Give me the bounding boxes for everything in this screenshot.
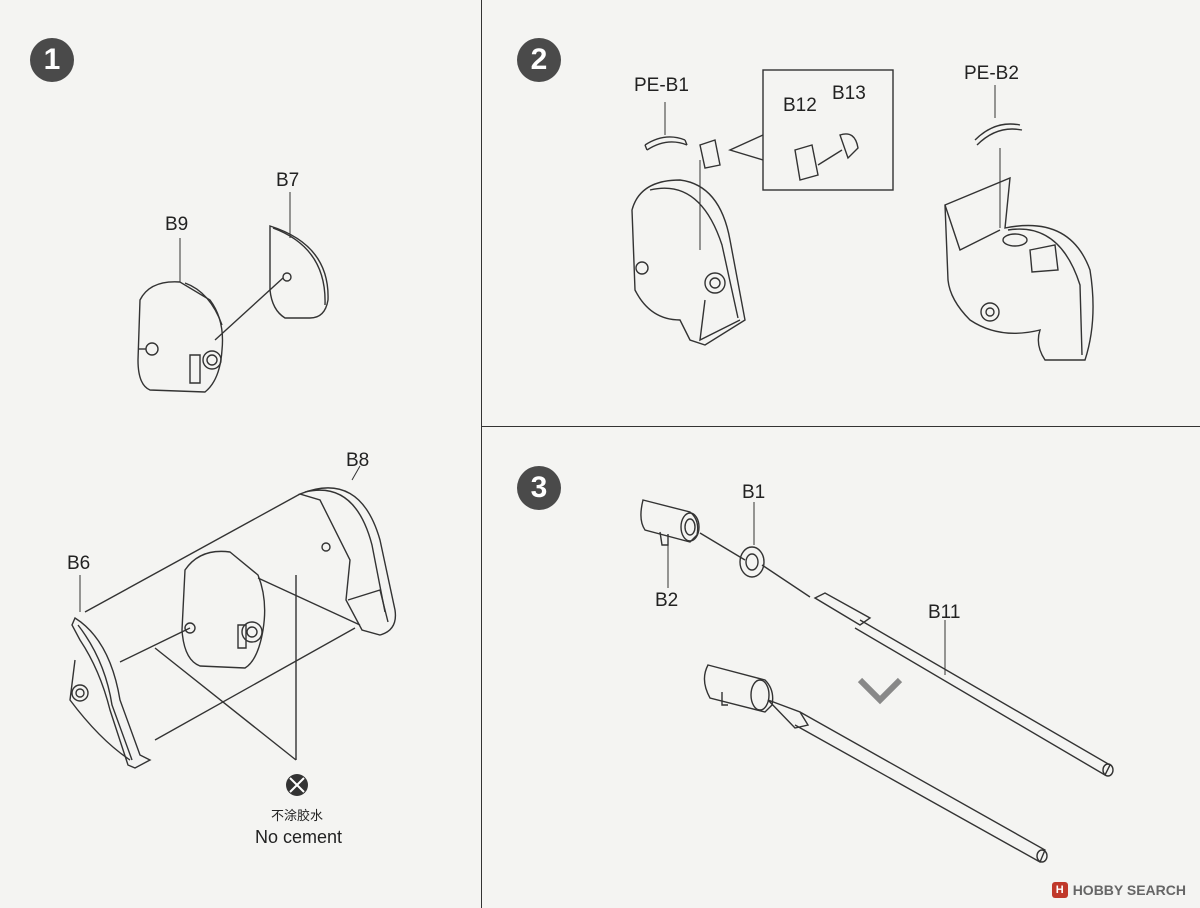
hobby-search-logo-icon: H (1051, 882, 1068, 898)
label-b6: B6 (67, 553, 91, 574)
no-cement-note-cn: 不涂胶水 (271, 809, 324, 824)
magnifier-box-drawing (728, 69, 894, 191)
watermark: H HOBBY SEARCH (1051, 882, 1186, 898)
assembled-barrel-drawing (703, 664, 1048, 863)
no-cement-note-en: No cement (255, 827, 343, 847)
label-b8: B8 (346, 450, 370, 471)
divider-horizontal (481, 426, 1200, 427)
assembly-line-1 (214, 277, 284, 341)
part-b6-drawing (69, 616, 152, 769)
pointer-line-a (154, 647, 297, 761)
label-pe-b2: PE-B2 (964, 63, 1019, 84)
step-3-badge: 3 (517, 466, 561, 510)
assembly-line-5 (154, 627, 356, 741)
housing-right-drawing (944, 176, 1094, 361)
arrow-down-icon (857, 677, 903, 705)
no-cement-icon (286, 774, 308, 796)
label-b2: B2 (655, 590, 679, 611)
label-b12: B12 (783, 95, 817, 116)
label-b1: B1 (742, 482, 766, 503)
part-b9-drawing (137, 281, 224, 393)
label-b7: B7 (276, 170, 300, 191)
part-pe-b1-drawing (644, 102, 688, 151)
part-b7-drawing (269, 225, 329, 319)
assembly-line-2 (84, 493, 301, 613)
part-b11-drawing (813, 592, 1114, 777)
assembly-line-4 (257, 577, 361, 626)
watermark-text: HOBBY SEARCH (1072, 882, 1186, 898)
part-pe-b2-drawing (974, 85, 1023, 228)
part-b1-drawing (739, 502, 765, 578)
part-b9-center-drawing (181, 550, 266, 669)
step-2-badge: 2 (517, 38, 561, 82)
assembly-line-6 (699, 532, 746, 561)
label-b9: B9 (165, 214, 189, 235)
divider-vertical (481, 0, 482, 908)
assembly-line-3 (119, 627, 191, 663)
label-b11: B11 (928, 602, 961, 623)
part-b2-drawing (640, 499, 700, 588)
step-1-badge: 1 (30, 38, 74, 82)
housing-left-drawing (631, 139, 746, 346)
part-b8-drawing (297, 465, 397, 636)
assembly-line-7 (761, 564, 811, 598)
label-b13: B13 (832, 83, 866, 104)
label-pe-b1: PE-B1 (634, 75, 689, 96)
